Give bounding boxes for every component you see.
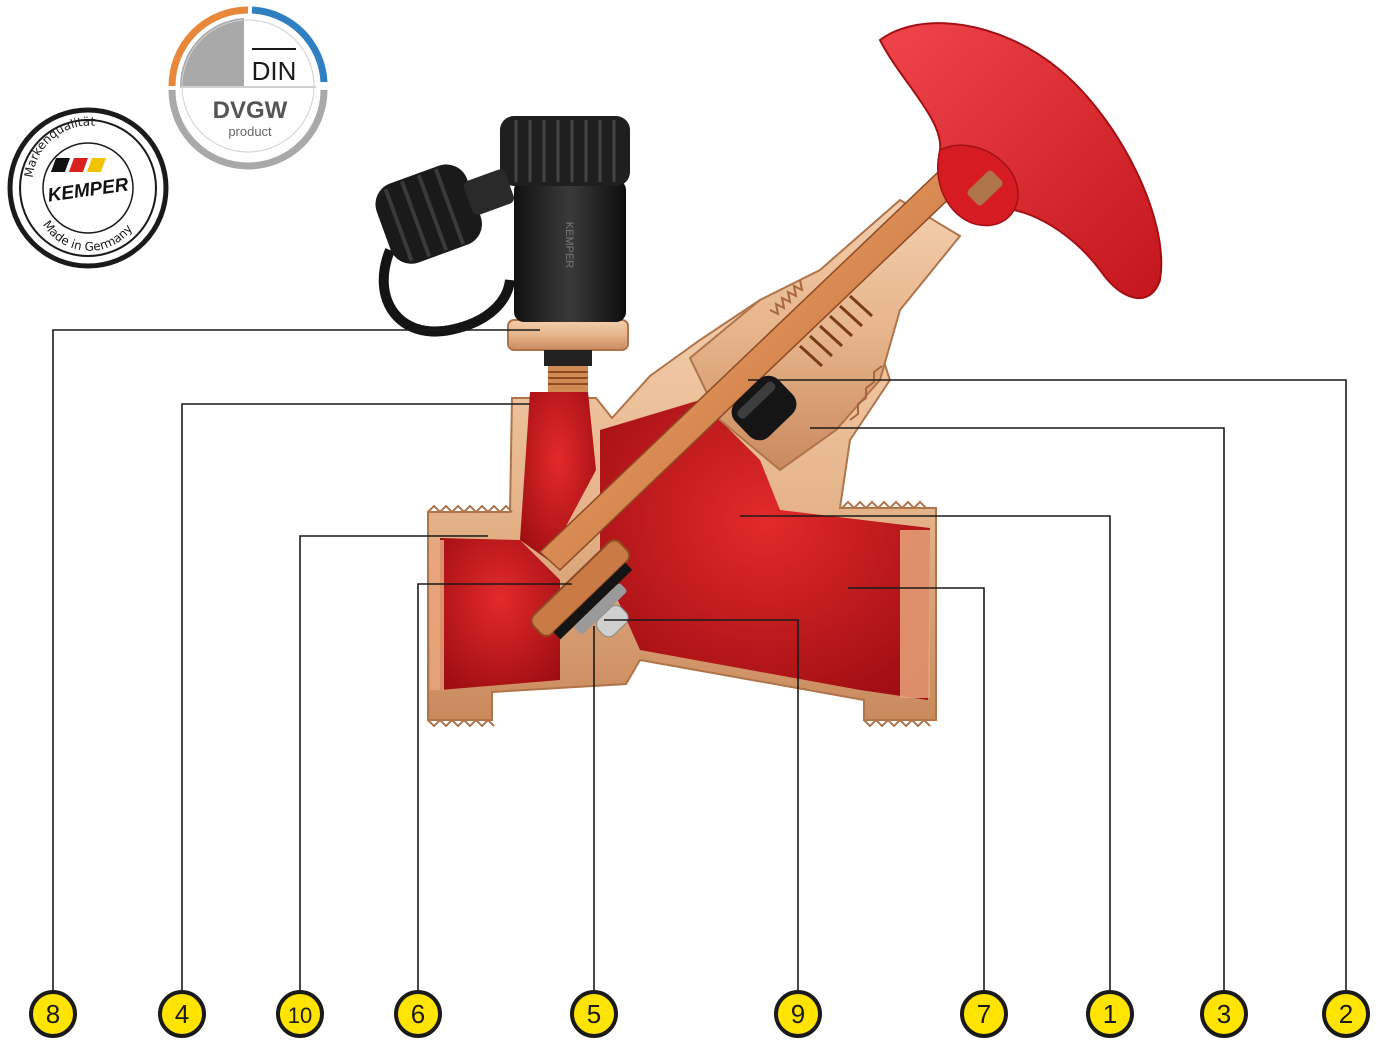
- valve-cutaway: KEMPER: [375, 22, 1163, 728]
- callout-circle: [1086, 990, 1134, 1038]
- kemper-seal: Markenqualität Made in Germany KEMPER: [7, 107, 169, 269]
- drain-cap-strap: [378, 248, 515, 337]
- callout-leader-lines: [52, 329, 1347, 990]
- callout-10: 10: [276, 990, 324, 1038]
- callout-number: 1: [1103, 999, 1117, 1029]
- leader-line-4: [181, 403, 530, 990]
- badge-grey-quarter: [179, 18, 244, 86]
- thread-left: [427, 504, 513, 728]
- callout-circle: [276, 990, 324, 1038]
- leader-line-7: [848, 587, 985, 990]
- badge-grey-arc: [168, 89, 328, 170]
- red-chamber-left: [440, 538, 560, 690]
- drain-body: [514, 180, 626, 322]
- leader-line-2: [748, 379, 1347, 990]
- drain-side-cap: [375, 164, 515, 264]
- callout-number: 3: [1217, 999, 1231, 1029]
- callout-number: 8: [46, 999, 60, 1029]
- callout-number: 5: [587, 999, 601, 1029]
- valve-disc: [530, 539, 633, 640]
- callout-number: 2: [1339, 999, 1353, 1029]
- callout-5: 5: [570, 990, 618, 1038]
- callout-9: 9: [774, 990, 822, 1038]
- leader-line-9: [604, 619, 799, 990]
- callout-4: 4: [158, 990, 206, 1038]
- leader-line-6: [417, 583, 572, 990]
- badge-din: DIN: [252, 56, 297, 86]
- callout-number: 7: [977, 999, 991, 1029]
- callout-circle: [570, 990, 618, 1038]
- drain-nut: [507, 319, 629, 351]
- callout-2: 2: [1322, 990, 1370, 1038]
- leader-line-8: [52, 329, 540, 990]
- callout-number: 10: [288, 1003, 312, 1028]
- callout-circle: [960, 990, 1008, 1038]
- thread-right: [841, 500, 931, 728]
- callout-circle: [1322, 990, 1370, 1038]
- drain-body-label: KEMPER: [563, 222, 575, 269]
- leader-line-3: [810, 427, 1225, 990]
- stem-seal-ring: [731, 375, 797, 441]
- leader-line-10: [299, 535, 488, 990]
- callout-number: 9: [791, 999, 805, 1029]
- seal-outer-ring: [7, 107, 169, 269]
- callout-markers: 8 4 10 6 5 9 7 1 3 2: [29, 990, 1370, 1038]
- badge-blue-arc: [251, 6, 328, 83]
- callout-number: 6: [411, 999, 425, 1029]
- callout-3: 3: [1200, 990, 1248, 1038]
- callout-circle: [29, 990, 77, 1038]
- callout-8: 8: [29, 990, 77, 1038]
- right-bore: [900, 530, 930, 698]
- din-dvgw-badge: DIN DVGW product: [166, 4, 330, 170]
- callout-6: 6: [394, 990, 442, 1038]
- drain-cap-top: [500, 116, 630, 186]
- badge-product: product: [228, 124, 272, 139]
- seal-flag-stripes: [50, 158, 106, 172]
- handwheel: [878, 22, 1163, 300]
- callout-7: 7: [960, 990, 1008, 1038]
- callout-number: 4: [175, 999, 189, 1029]
- callout-circle: [1200, 990, 1248, 1038]
- valve-bonnet: [688, 198, 962, 472]
- red-chamber-right: [600, 400, 930, 700]
- badge-dvgw: DVGW: [213, 97, 288, 124]
- callout-1: 1: [1086, 990, 1134, 1038]
- drain-fitting: KEMPER: [375, 116, 630, 392]
- callout-circle: [158, 990, 206, 1038]
- stem-thread-coil: [798, 294, 874, 368]
- callout-circle: [774, 990, 822, 1038]
- badge-orange-arc: [168, 6, 249, 87]
- leader-line-1: [740, 515, 1111, 990]
- left-bore: [430, 540, 444, 690]
- red-port-vertical: [520, 392, 596, 560]
- callout-circle: [394, 990, 442, 1038]
- bonnet-threads: [769, 279, 883, 421]
- seal-inner-ring: [19, 119, 157, 257]
